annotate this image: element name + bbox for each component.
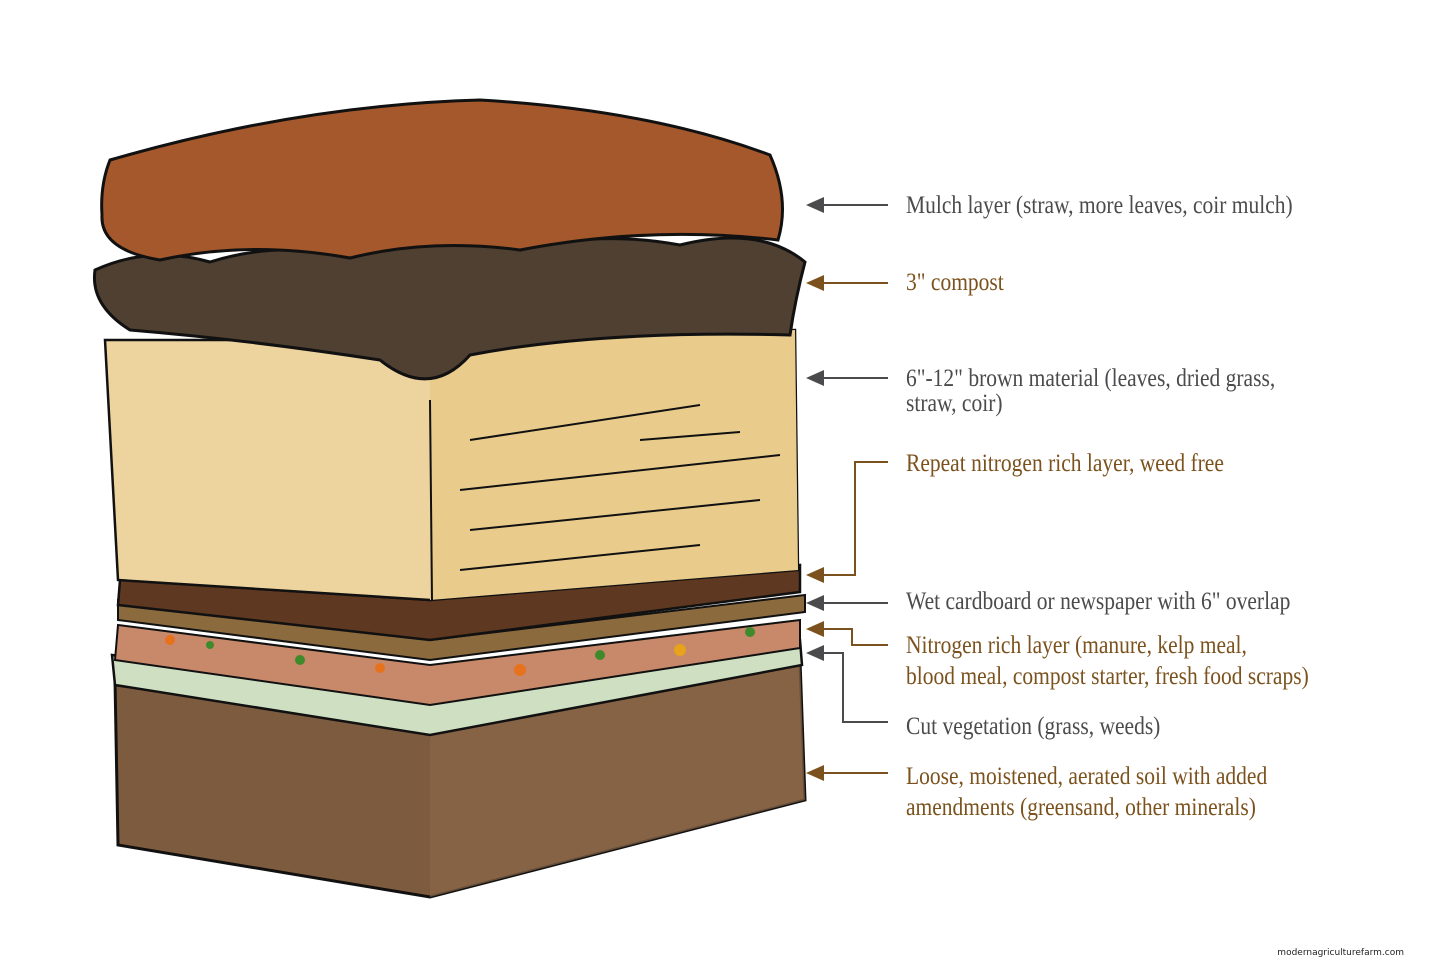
label-soil-1: Loose, moistened, aerated soil with adde… bbox=[906, 763, 1268, 790]
label-cardboard: Wet cardboard or newspaper with 6" overl… bbox=[906, 588, 1291, 615]
label-cut-vegetation: Cut vegetation (grass, weeds) bbox=[906, 713, 1161, 740]
label-soil-2: amendments (greensand, other minerals) bbox=[906, 794, 1256, 821]
label-brown-material-2: straw, coir) bbox=[906, 390, 1003, 417]
food-scraps bbox=[165, 627, 755, 676]
label-compost: 3" compost bbox=[906, 269, 1004, 296]
label-nitrogen-2: blood meal, compost starter, fresh food … bbox=[906, 663, 1309, 690]
nitrogen-layer bbox=[113, 618, 801, 707]
straw-strokes bbox=[459, 404, 781, 571]
label-repeat-nitrogen: Repeat nitrogen rich layer, weed free bbox=[906, 450, 1224, 477]
label-brown-material-1: 6"-12" brown material (leaves, dried gra… bbox=[906, 365, 1276, 392]
label-mulch: Mulch layer (straw, more leaves, coir mu… bbox=[906, 192, 1293, 219]
label-arrows bbox=[806, 197, 888, 781]
watermark: modernagriculturefarm.com bbox=[1277, 948, 1404, 958]
mulch-layer bbox=[100, 98, 784, 262]
label-nitrogen-1: Nitrogen rich layer (manure, kelp meal, bbox=[906, 632, 1247, 659]
